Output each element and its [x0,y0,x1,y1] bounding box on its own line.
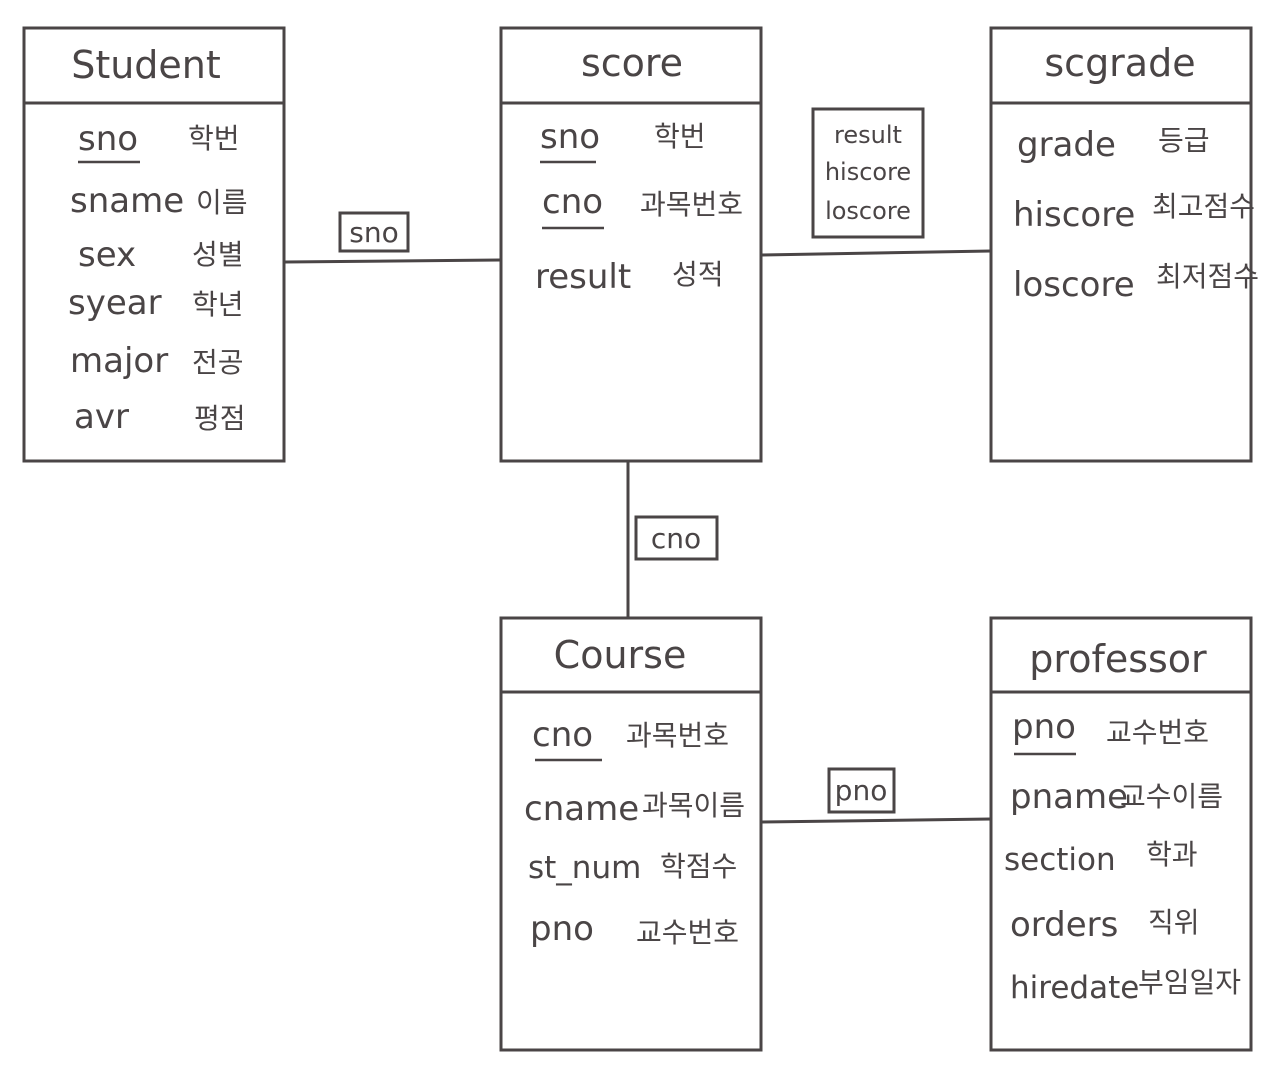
attr-name-score-result: result [535,257,631,297]
entity-title-course: Course [554,633,687,677]
attr-label-score-cno: 과목번호 [640,188,743,221]
attr-name-scgrade-loscore: loscore [1013,265,1135,305]
relationship-text-sno: sno [349,216,398,249]
attr-name-student-sex: sex [78,235,136,275]
attr-name-professor-pno: pno [1012,707,1076,747]
entity-score: score sno 학번 cno 과목번호 result 성적 [499,26,763,463]
connector-student-score [284,258,501,264]
relationship-label-score-course: cno [634,515,719,561]
relationship-text-loscore: loscore [825,197,911,225]
relationship-text-pno: pno [835,774,888,807]
attr-name-professor-pname: pname [1010,777,1128,817]
attr-name-course-st-num: st_num [528,850,641,886]
attr-label-professor-orders: 직위 [1148,906,1200,939]
attr-label-course-pno: 교수번호 [636,916,739,949]
attr-name-student-major: major [70,341,168,381]
relationship-text-hiscore: hiscore [825,158,911,186]
attr-label-scgrade-hiscore: 최고점수 [1152,190,1255,223]
attr-label-course-cname: 과목이름 [642,789,745,822]
relationship-label-score-scgrade: result hiscore loscore [811,107,925,239]
attr-name-course-pno: pno [530,909,594,949]
attr-label-score-sno: 학번 [654,120,706,153]
entity-professor: professor pno 교수번호 pname 교수이름 section 학과… [989,616,1253,1052]
attr-label-scgrade-loscore: 최저점수 [1156,260,1259,293]
attr-label-student-sex: 성별 [192,238,244,271]
attr-name-student-syear: syear [68,283,162,323]
entity-title-score: score [581,41,683,85]
attr-label-student-syear: 학년 [192,288,244,321]
attr-label-course-cno: 과목번호 [626,719,729,752]
attr-label-scgrade-grade: 등급 [1158,124,1210,157]
entity-title-professor: professor [1029,637,1207,681]
attr-label-student-major: 전공 [192,346,244,379]
entity-title-student: Student [71,43,221,87]
entity-student: Student sno 학번 sname 이름 sex 성별 syear 학년 … [22,26,286,463]
relationship-text-cno: cno [651,522,701,555]
connector-score-scgrade [761,249,992,257]
attr-name-score-sno: sno [540,117,600,157]
entity-course: Course cno 과목번호 cname 과목이름 st_num 학점수 pn… [499,616,763,1052]
attr-label-course-st-num: 학점수 [660,850,737,883]
attr-label-professor-pno: 교수번호 [1106,716,1209,749]
attr-name-scgrade-hiscore: hiscore [1013,195,1135,235]
attr-label-professor-hiredate: 부임일자 [1138,966,1241,999]
attr-name-scgrade-grade: grade [1017,125,1116,165]
entity-title-scgrade: scgrade [1044,41,1195,85]
attr-name-student-sname: sname [70,181,184,221]
connector-course-professor [761,817,992,824]
attr-name-course-cname: cname [524,789,639,829]
attr-label-student-avr: 평점 [194,402,246,435]
attr-name-course-cno: cno [532,715,593,755]
attr-name-score-cno: cno [542,182,603,222]
attr-label-professor-section: 학과 [1146,838,1198,871]
relationship-text-result: result [834,121,902,149]
attr-name-professor-orders: orders [1010,905,1118,945]
attr-label-professor-pname: 교수이름 [1120,780,1223,813]
relationship-label-student-score: sno [338,211,410,253]
attr-name-student-sno: sno [78,119,138,159]
attr-label-student-sno: 학번 [188,122,240,155]
relationship-label-course-professor: pno [827,767,896,814]
attr-name-professor-section: section [1004,842,1116,878]
attr-label-student-sname: 이름 [196,186,248,219]
entity-scgrade: scgrade grade 등급 hiscore 최고점수 loscore 최저… [989,26,1259,463]
attr-label-score-result: 성적 [672,258,724,291]
attr-name-professor-hiredate: hiredate [1010,970,1139,1006]
attr-name-student-avr: avr [74,397,129,437]
